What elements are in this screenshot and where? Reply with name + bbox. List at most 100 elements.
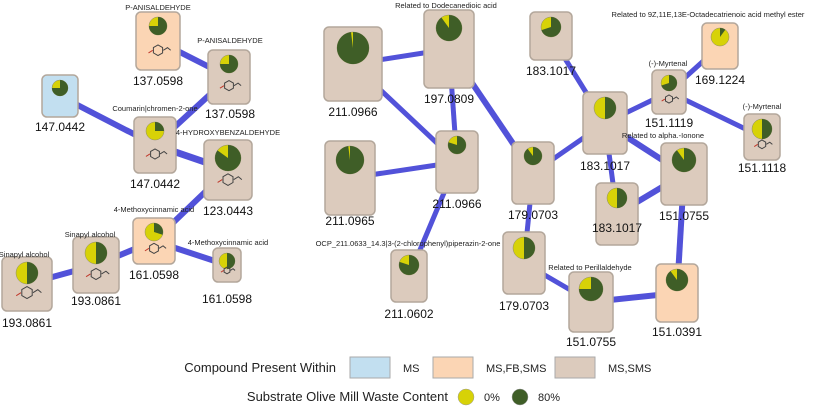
node-box-n20 — [595, 182, 639, 246]
node-n2[interactable]: P-ANISALDEHYDE 137.0598 — [197, 36, 262, 121]
pie-n14-green — [399, 255, 420, 275]
node-mass-n8: 193.0861 — [71, 294, 121, 308]
node-n23[interactable]: (-)-Myrtenal 151.1119 — [645, 59, 694, 130]
node-mass-n21: 151.0755 — [659, 209, 709, 223]
pie-n17-green — [605, 97, 616, 119]
pie-n18-green — [524, 237, 535, 259]
structure-n9 — [15, 286, 42, 300]
pie-n11-green — [435, 15, 462, 42]
node-mass-n15: 183.1017 — [526, 64, 576, 78]
legend: Compound Present Within MS MS,FB,SMS MS,… — [184, 356, 651, 406]
structure-n7 — [220, 266, 236, 275]
node-box-n13 — [435, 130, 479, 194]
node-mass-n7: 161.0598 — [202, 292, 252, 306]
node-mass-n11: 197.0809 — [424, 92, 474, 106]
node-mass-n18: 179.0703 — [499, 299, 549, 313]
node-n13[interactable]: 211.0966 — [432, 130, 482, 211]
node-n8[interactable]: Sinapyl alcohol 193.0861 — [65, 230, 122, 308]
pie-n15-green — [541, 17, 562, 37]
legend-label-0pct: 0% — [484, 392, 500, 404]
node-title-n24: Related to 9Z,11E,13E-Octadecatrienoic a… — [612, 10, 805, 19]
node-n15[interactable]: 183.1017 — [526, 11, 576, 78]
pie-n1-green — [149, 17, 167, 35]
node-title-n23: (-)-Myrtenal — [649, 59, 688, 68]
node-mass-n10: 211.0966 — [328, 105, 377, 119]
node-title-n11: Related to Dodecanedioic acid — [395, 1, 497, 10]
node-box-n1 — [135, 11, 181, 71]
legend-label-ms: MS — [403, 363, 420, 375]
node-n7[interactable]: 4-Methoxycinnamic acid 161.0598 — [188, 238, 268, 306]
pie-n7-green — [227, 253, 235, 269]
legend-substrate-title: Substrate Olive Mill Waste Content — [247, 389, 448, 404]
legend-swatch-80pct — [511, 388, 529, 406]
node-n16[interactable]: 179.0703 — [508, 141, 558, 222]
node-box-n23 — [651, 69, 687, 115]
structure-n23 — [661, 94, 680, 104]
pie-n12-green — [336, 146, 365, 175]
node-mass-n17: 183.1017 — [580, 159, 630, 173]
pie-n24-green — [720, 28, 726, 37]
node-title-n4: Coumarin|chromen-2-one — [112, 104, 197, 113]
node-n22[interactable]: 151.0391 — [652, 263, 702, 339]
node-box-n8 — [72, 236, 120, 294]
node-n12[interactable]: 211.0965 — [324, 140, 376, 228]
legend-swatch-0pct — [457, 388, 475, 406]
node-n21[interactable]: Related to alpha.-Ionone 151.0755 — [622, 131, 709, 223]
pie-n19-green — [579, 277, 603, 301]
node-title-n2: P-ANISALDEHYDE — [197, 36, 262, 45]
node-n1[interactable]: P-ANISALDEHYDE 137.0598 — [125, 3, 190, 88]
node-mass-n24: 169.1224 — [695, 73, 745, 87]
node-title-n25: (-)-Myrtenal — [743, 102, 782, 111]
node-mass-n20: 183.1017 — [592, 221, 642, 235]
node-mass-n16: 179.0703 — [508, 208, 558, 222]
legend-swatch-ms-fb-sms — [432, 356, 474, 379]
node-mass-n5: 123.0443 — [203, 204, 253, 218]
node-n18[interactable]: 179.0703 — [499, 231, 549, 313]
node-mass-n2: 137.0598 — [205, 107, 255, 121]
node-n19[interactable]: Related to Perillaldehyde 151.0755 — [548, 263, 631, 349]
node-title-n19: Related to Perillaldehyde — [548, 263, 631, 272]
network-nodes: P-ANISALDEHYDE 137.0598 P-ANISALDEHYDE 137.… — [0, 1, 805, 349]
pie-n5-green — [215, 145, 241, 171]
node-mass-n3: 147.0442 — [35, 120, 85, 134]
node-n17[interactable]: 183.1017 — [580, 91, 630, 173]
node-mass-n9: 193.0861 — [2, 316, 52, 330]
node-box-n4 — [133, 116, 177, 174]
node-n11[interactable]: Related to Dodecanedioic acid 197.0809 — [395, 1, 497, 106]
node-mass-n19: 151.0755 — [566, 335, 616, 349]
pie-n4-green — [155, 122, 164, 131]
legend-label-80pct: 80% — [538, 392, 560, 404]
node-n14[interactable]: OCP_211.0633_14.3|3-(2-chlorophenyl)pipe… — [316, 239, 501, 321]
node-n10[interactable]: 211.0966 — [323, 26, 383, 119]
node-title-n1: P-ANISALDEHYDE — [125, 3, 190, 12]
pie-n13-green — [448, 136, 466, 154]
pie-n10-green — [336, 32, 369, 64]
structure-n4 — [145, 148, 168, 160]
pie-n6-green — [154, 223, 163, 235]
pie-n23-green — [661, 75, 677, 91]
node-mass-n14: 211.0602 — [384, 307, 433, 321]
structure-n2 — [219, 80, 242, 92]
node-title-n7: 4-Methoxycinnamic acid — [188, 238, 268, 247]
node-mass-n12: 211.0965 — [325, 214, 374, 228]
node-title-n8: Sinapyl alcohol — [65, 230, 116, 239]
node-n24[interactable]: Related to 9Z,11E,13E-Octadecatrienoic a… — [612, 10, 805, 87]
structure-n6 — [144, 242, 167, 254]
node-mass-n1: 137.0598 — [133, 74, 183, 88]
node-mass-n23: 151.1119 — [645, 116, 694, 130]
legend-label-ms-sms: MS,SMS — [608, 363, 651, 375]
node-title-n21: Related to alpha.-Ionone — [622, 131, 704, 140]
structure-n1 — [148, 44, 171, 57]
node-title-n6: 4-Methoxycinnamic acid — [114, 205, 194, 214]
legend-label-ms-fb-sms: MS,FB,SMS — [486, 363, 547, 375]
node-n3[interactable]: 147.0442 — [35, 74, 85, 134]
node-n20[interactable]: 183.1017 — [592, 182, 642, 246]
structure-n5 — [217, 173, 243, 186]
structure-n25 — [753, 139, 773, 150]
